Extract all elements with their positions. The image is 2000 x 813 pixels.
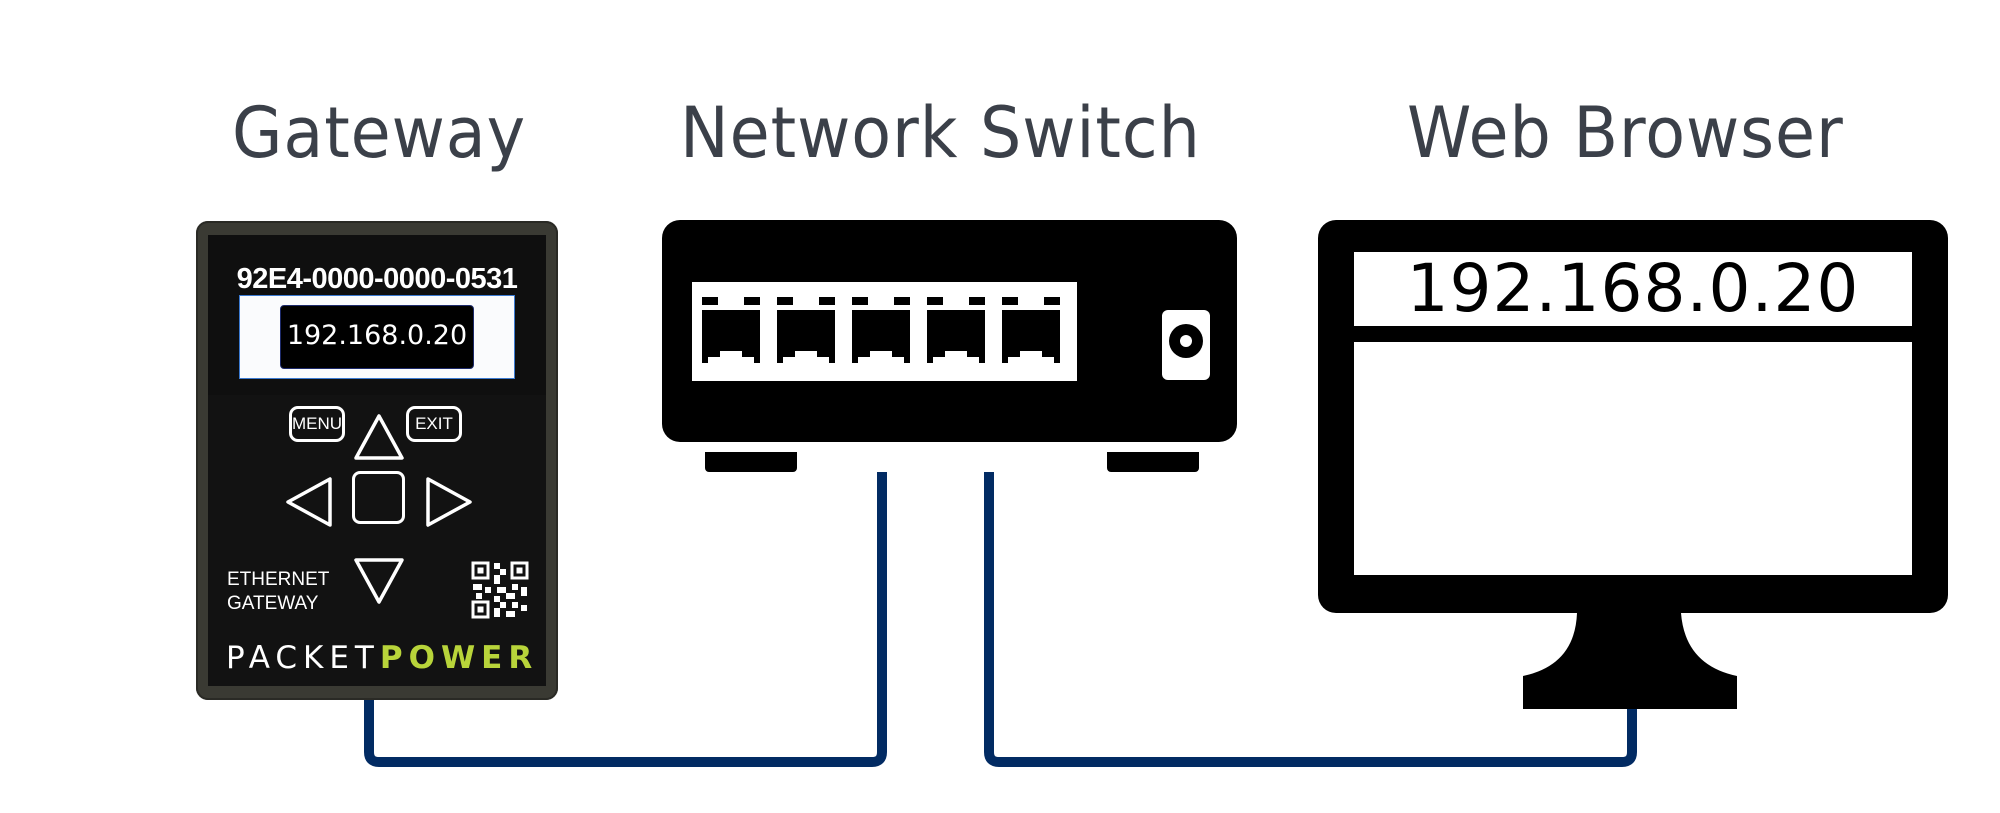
gateway-right-arrow-icon[interactable] [424,475,474,529]
ethernet-port-icon [702,297,760,363]
ethernet-port-icon [1002,297,1060,363]
logo-power: POWER [379,640,539,676]
port-group [702,297,1060,363]
packet-power-logo: PACKETPOWER [226,640,538,676]
gateway-device: 92E4-0000-0000-0531 192.168.0.20 [196,221,558,700]
gateway-label-line1: ETHERNET [227,569,330,590]
switch-foot-right [1107,452,1199,472]
gateway-faceplate: 92E4-0000-0000-0531 192.168.0.20 [208,235,546,686]
network-switch [662,220,1237,442]
heading-gateway: Gateway [232,92,527,174]
qr-code-icon [470,560,530,620]
power-jack-icon [1162,310,1210,380]
gateway-label-line2: GATEWAY [227,593,319,614]
heading-web-browser: Web Browser [1407,92,1844,174]
gateway-left-arrow-icon[interactable] [284,475,334,529]
logo-packet: PACKET [226,640,380,676]
gateway-serial-number: 92E4-0000-0000-0531 [236,263,518,295]
browser-page-area [1354,342,1912,575]
gateway-lcd-ip: 192.168.0.20 [280,305,474,369]
power-jack-center [1180,335,1192,347]
switch-foot-left [705,452,797,472]
ethernet-ports [692,282,1077,381]
gateway-down-arrow-icon[interactable] [352,556,406,606]
web-browser-monitor: 192.168.0.20 [1318,220,1948,613]
monitor-stand-icon [1523,613,1737,709]
browser-address-bar[interactable]: 192.168.0.20 [1354,252,1912,326]
gateway-model-label: ETHERNET GATEWAY [227,568,329,616]
power-jack-ring [1169,324,1203,358]
heading-network-switch: Network Switch [680,92,1201,174]
ethernet-port-icon [927,297,985,363]
ethernet-port-icon [777,297,835,363]
ethernet-port-icon [852,297,910,363]
gateway-lcd: 192.168.0.20 [239,295,515,379]
gateway-up-arrow-icon[interactable] [352,412,406,462]
gateway-select-button[interactable] [352,471,405,524]
gateway-menu-button[interactable]: MENU [289,406,345,442]
gateway-exit-button[interactable]: EXIT [406,406,462,442]
